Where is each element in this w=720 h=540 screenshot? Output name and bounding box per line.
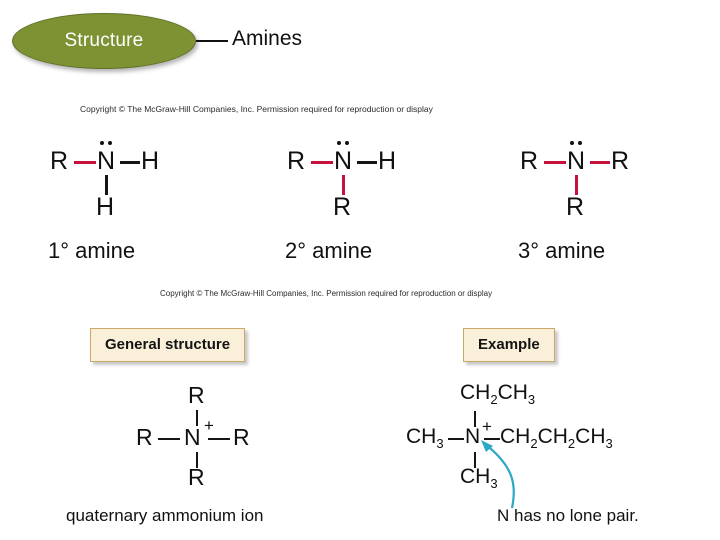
atom-bottom-group: R	[566, 193, 585, 221]
bond-bottom	[474, 452, 476, 468]
amine-class-row: R N H H 1° amine R N H R 2° amine R	[0, 125, 720, 275]
example-ammonium-structure: CH2CH3 CH3 N + CH2CH2CH3 CH3	[406, 382, 698, 490]
copyright-notice-bottom: Copyright © The McGraw-Hill Companies, I…	[160, 289, 493, 298]
bond-top	[474, 411, 476, 427]
bond-left-red	[74, 161, 96, 164]
lone-pair-dots	[337, 141, 349, 145]
atom-left-group: R	[520, 147, 539, 175]
atom-bottom-group: R	[333, 193, 352, 221]
atom-nitrogen: N	[567, 147, 586, 175]
bond-left	[158, 438, 180, 440]
bond-right-black	[357, 161, 377, 164]
structure-badge-label: Structure	[64, 30, 144, 51]
bond-bottom-red	[575, 175, 578, 195]
copyright-notice-top: Copyright © The McGraw-Hill Companies, I…	[80, 104, 433, 114]
amine-caption-tertiary: 3° amine	[518, 238, 606, 263]
atom-right-group: H	[141, 147, 160, 175]
bond-bottom-black	[105, 175, 108, 195]
atom-right-group: H	[378, 147, 397, 175]
title-connector-line	[196, 40, 228, 42]
bond-bottom-red	[342, 175, 345, 195]
bond-top	[196, 410, 198, 426]
atom-top-group: CH2CH3	[460, 381, 536, 408]
atom-left-group: R	[287, 147, 306, 175]
bond-bottom	[196, 452, 198, 468]
atom-bottom-group: CH3	[460, 465, 498, 492]
atom-nitrogen: N	[334, 147, 353, 175]
atom-right-group: CH2CH2CH3	[500, 425, 613, 452]
structure-badge: Structure	[12, 13, 196, 69]
atom-bottom-group: R	[188, 464, 205, 490]
amine-diagram-secondary: R N H R 2° amine	[285, 125, 485, 275]
bond-right-black	[120, 161, 140, 164]
bond-right	[484, 438, 500, 440]
atom-nitrogen: N	[97, 147, 116, 175]
atom-right-group: R	[233, 424, 250, 450]
atom-top-group: R	[188, 382, 205, 408]
bond-left-red	[311, 161, 333, 164]
amine-structure-tertiary: R N R R	[518, 125, 718, 225]
atom-left-group: R	[50, 147, 69, 175]
atom-nitrogen: N	[184, 424, 201, 450]
amine-caption-primary: 1° amine	[48, 238, 136, 263]
amine-structure-primary: R N H H	[48, 125, 248, 225]
slide-title-band: Structure Amines	[0, 0, 720, 90]
atom-right-group: R	[611, 147, 630, 175]
page-title: Amines	[232, 27, 303, 50]
amine-diagram-primary: R N H H 1° amine	[48, 125, 248, 275]
lone-pair-dots	[100, 141, 112, 145]
amine-caption-secondary: 2° amine	[285, 238, 373, 263]
atom-bottom-group: H	[96, 193, 115, 221]
atom-left-group: CH3	[406, 425, 444, 452]
atom-left-group: R	[136, 424, 153, 450]
amine-structure-secondary: R N H R	[285, 125, 485, 225]
bond-right-red	[590, 161, 610, 164]
panel-label-example: Example	[463, 328, 555, 362]
panel-label-general-structure: General structure	[90, 328, 246, 362]
atom-nitrogen: N	[465, 425, 481, 448]
quaternary-ammonium-structure: R R N + R R	[118, 382, 338, 490]
annotation-text-no-lone-pair: N has no lone pair.	[497, 506, 639, 525]
bond-left-red	[544, 161, 566, 164]
lone-pair-annotation-arrow	[481, 440, 515, 509]
lone-pair-dots	[570, 141, 582, 145]
bond-right	[208, 438, 230, 440]
bond-left	[448, 438, 464, 440]
amine-diagram-tertiary: R N R R 3° amine	[518, 125, 718, 275]
caption-quaternary-ammonium-ion: quaternary ammonium ion	[66, 506, 264, 525]
charge-plus: +	[482, 417, 492, 436]
charge-plus: +	[204, 416, 214, 435]
